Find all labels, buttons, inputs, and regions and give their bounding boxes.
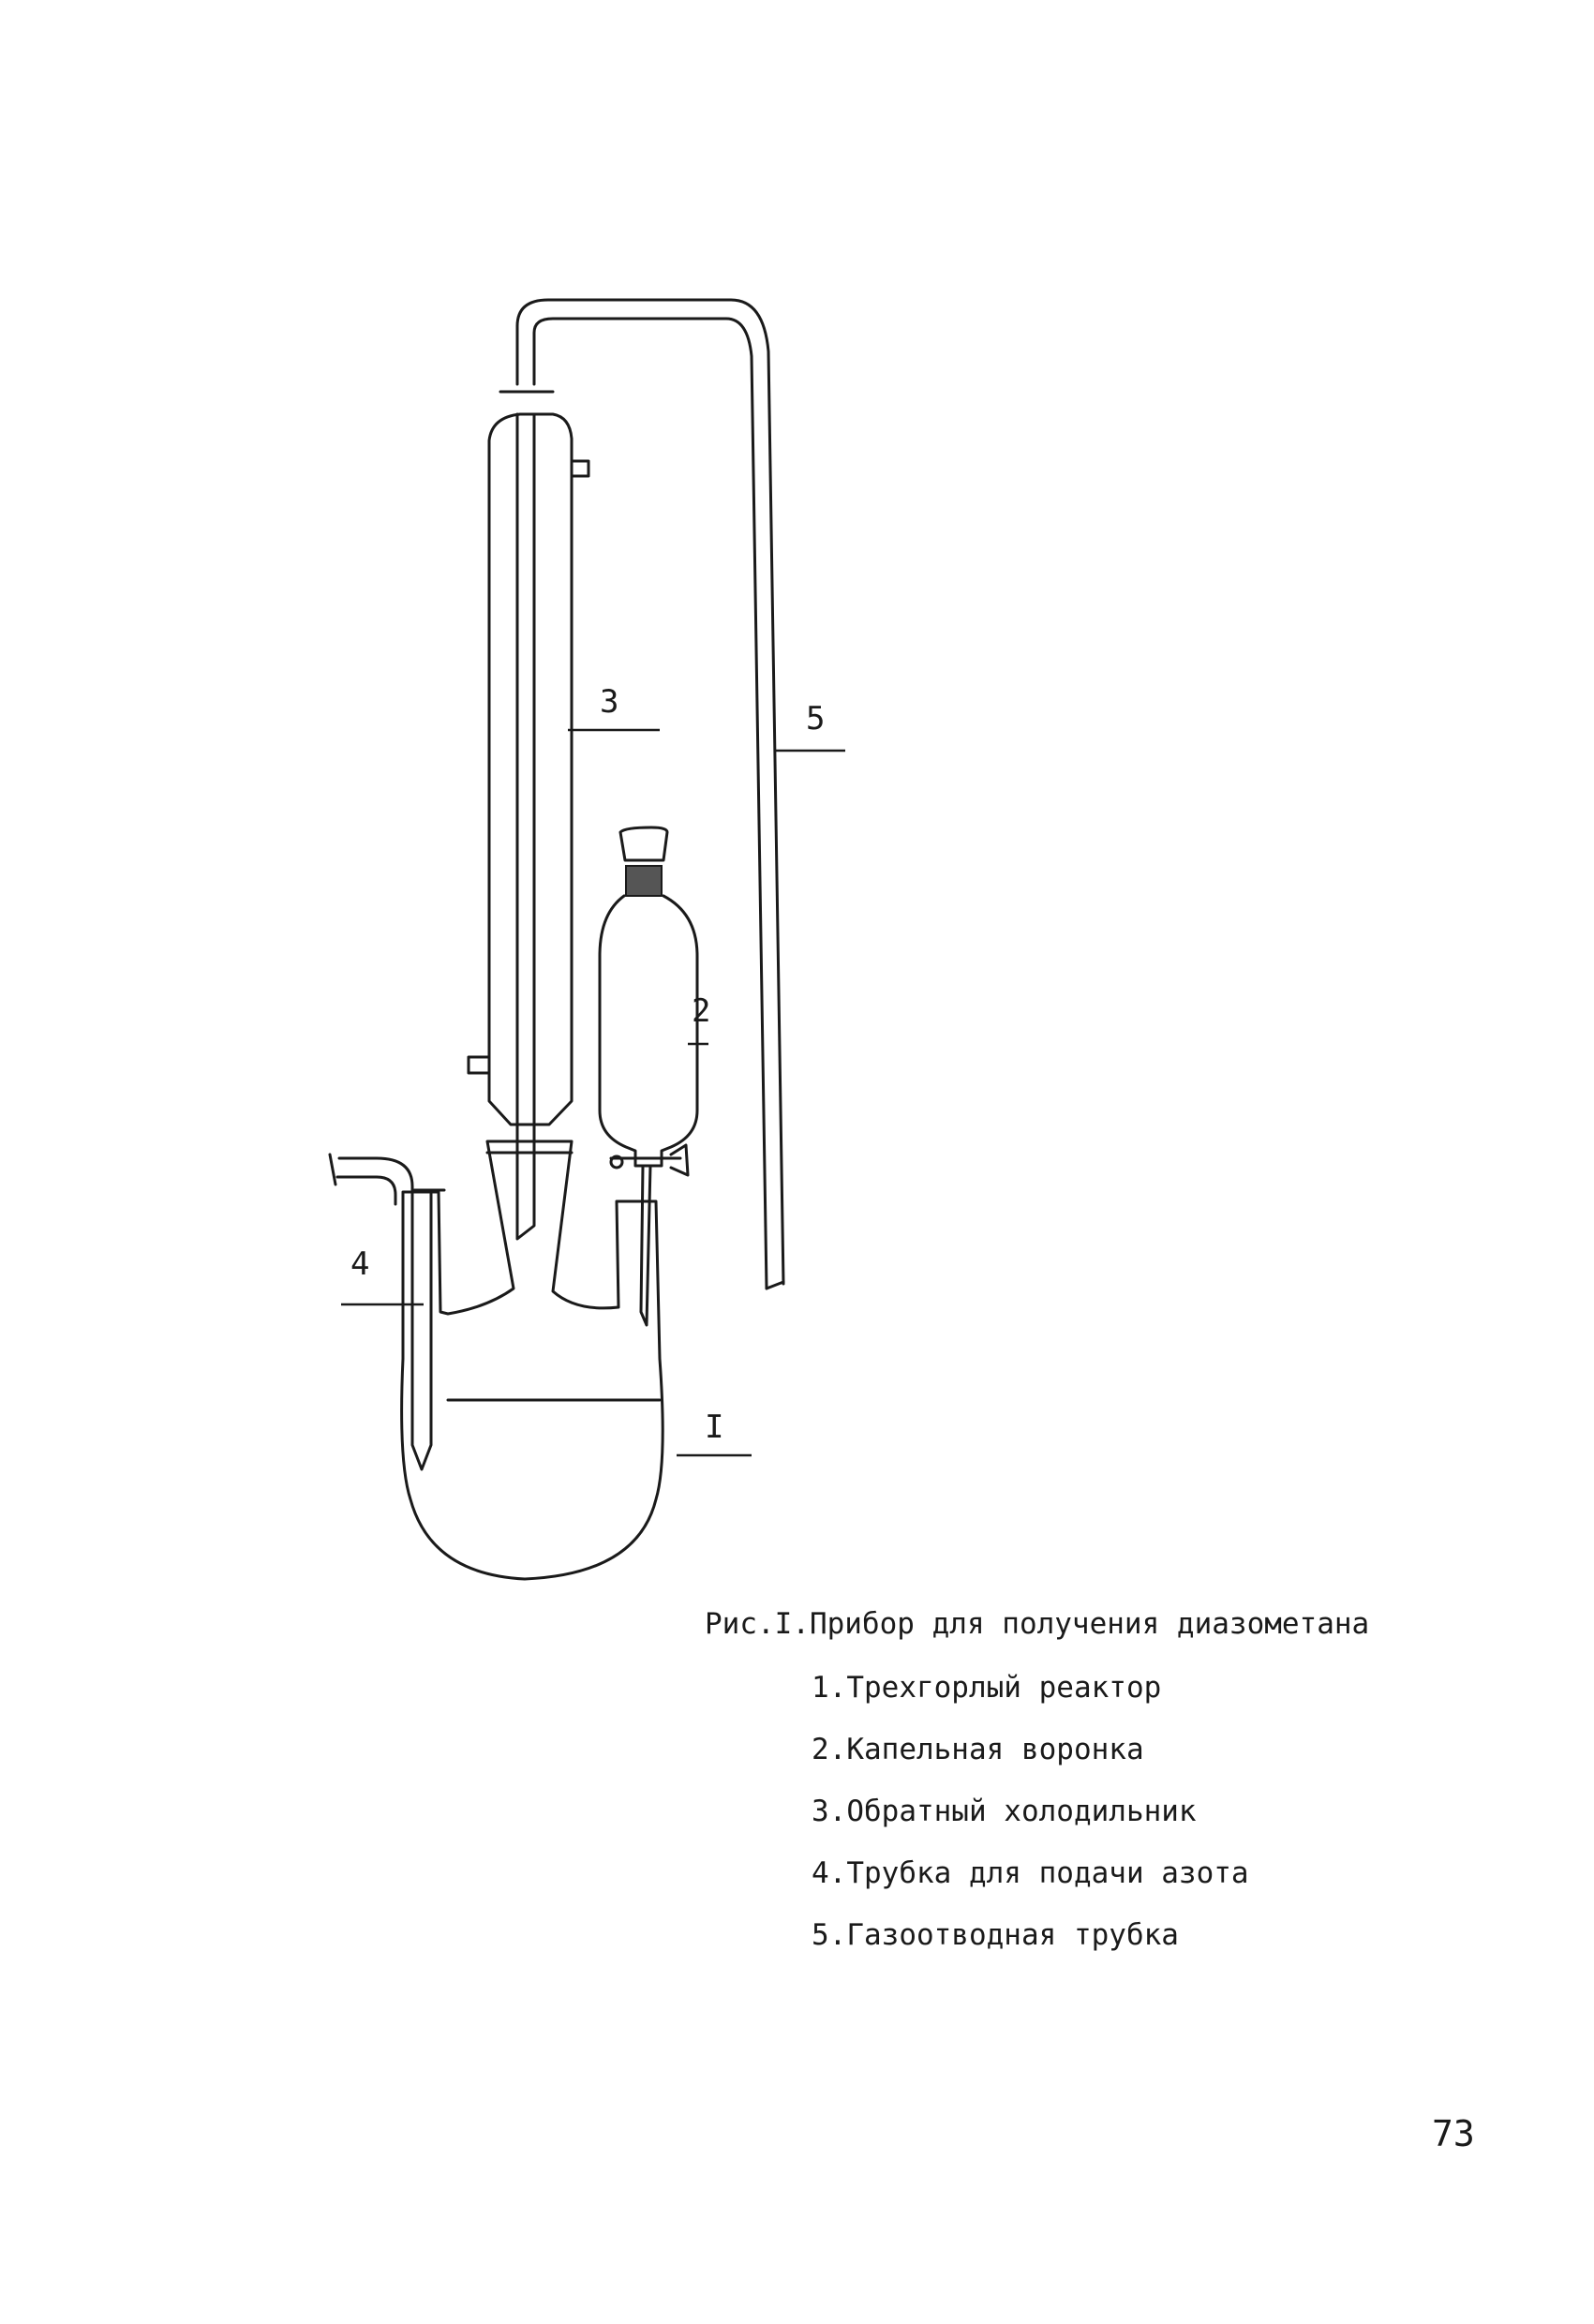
three-neck-flask	[400, 1140, 664, 1581]
callout-4: 4	[350, 1245, 369, 1283]
nitrogen-inlet-tube	[328, 1153, 446, 1471]
legend-item: 5.Газоотводная трубка	[812, 1918, 1179, 1952]
reflux-condenser	[467, 412, 590, 1241]
legend-item: 1.Трехгорлый реактор	[812, 1671, 1162, 1705]
leader-lines	[341, 728, 845, 1457]
callout-i: I	[705, 1408, 723, 1446]
dropping-funnel	[598, 826, 699, 1327]
figure-caption: Рис.I.Прибор для получения диазометана	[705, 1607, 1370, 1641]
callout-2: 2	[692, 992, 710, 1030]
figure-legend: 1.Трехгорлый реактор 2.Капельная воронка…	[812, 1674, 1249, 1983]
funnel-stopper-hatching	[625, 865, 663, 897]
page-number: 73	[1432, 2113, 1475, 2154]
legend-item: 4.Трубка для подачи азота	[812, 1856, 1249, 1890]
legend-item: 2.Капельная воронка	[812, 1733, 1144, 1766]
legend-item: 3.Обратный холодильник	[812, 1795, 1197, 1828]
callout-3: 3	[600, 683, 618, 721]
callout-5: 5	[806, 700, 825, 737]
gas-outlet-tube	[499, 298, 785, 1290]
